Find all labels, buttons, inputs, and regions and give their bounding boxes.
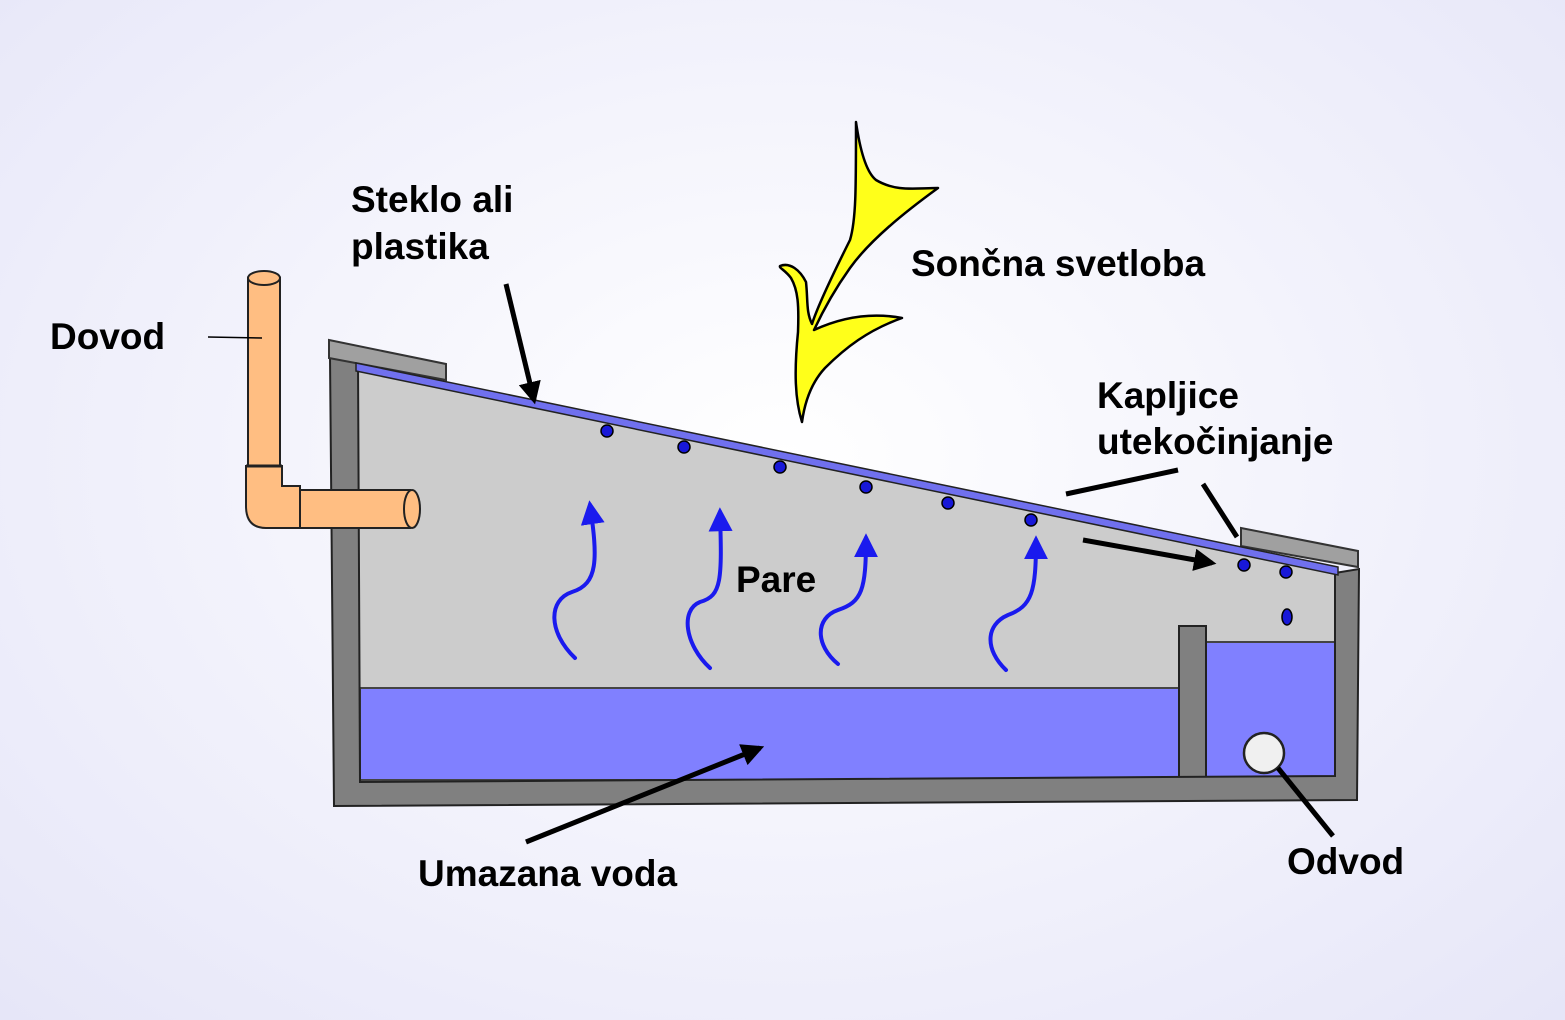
label-vapor: Pare — [736, 559, 816, 600]
leader-cover — [503, 283, 541, 405]
vapor-arrows — [552, 500, 1048, 672]
droplet-icon — [1281, 608, 1293, 626]
glass-cover — [355, 362, 1339, 576]
leader-dirty-water — [525, 744, 765, 845]
right-cap — [1240, 526, 1359, 569]
divider-wall — [1178, 625, 1207, 779]
label-dirty-water: Umazana voda — [418, 853, 678, 894]
label-outlet: Odvod — [1287, 841, 1404, 882]
label-inlet: Dovod — [50, 316, 165, 357]
inlet-pipe-icon — [245, 270, 421, 529]
air-space — [358, 372, 1336, 780]
leader-inlet — [207, 336, 263, 339]
label-droplets-line1: Kapljice — [1097, 375, 1239, 416]
steam-arrow-icon — [988, 535, 1048, 672]
label-cover-line1: Steklo ali — [351, 179, 513, 220]
droplet-icon — [1024, 513, 1038, 527]
steam-arrow-icon — [685, 507, 733, 670]
left-cap — [328, 338, 447, 382]
leader-outlet — [1276, 766, 1335, 838]
droplet-icon — [677, 440, 691, 454]
label-sunlight: Sončna svetloba — [911, 243, 1205, 284]
droplet-icon — [859, 480, 873, 494]
leader-flow — [1082, 537, 1217, 571]
droplet-icon — [1237, 558, 1251, 572]
dirty-water — [359, 687, 1181, 781]
label-cover-line2: plastika — [351, 226, 489, 267]
outlet-drain-icon — [1242, 731, 1286, 775]
sunlight-bolt-icon — [778, 120, 940, 424]
leader-droplets — [1065, 467, 1179, 497]
droplets — [600, 424, 1293, 626]
label-droplets-line2: utekočinjanje — [1097, 421, 1333, 462]
droplet-icon — [941, 496, 955, 510]
droplet-icon — [773, 460, 787, 474]
steam-arrow-icon — [818, 533, 878, 666]
droplet-icon — [1279, 565, 1293, 579]
steam-arrow-icon — [552, 500, 605, 660]
leader-droplets-2 — [1200, 482, 1240, 539]
droplet-icon — [600, 424, 614, 438]
